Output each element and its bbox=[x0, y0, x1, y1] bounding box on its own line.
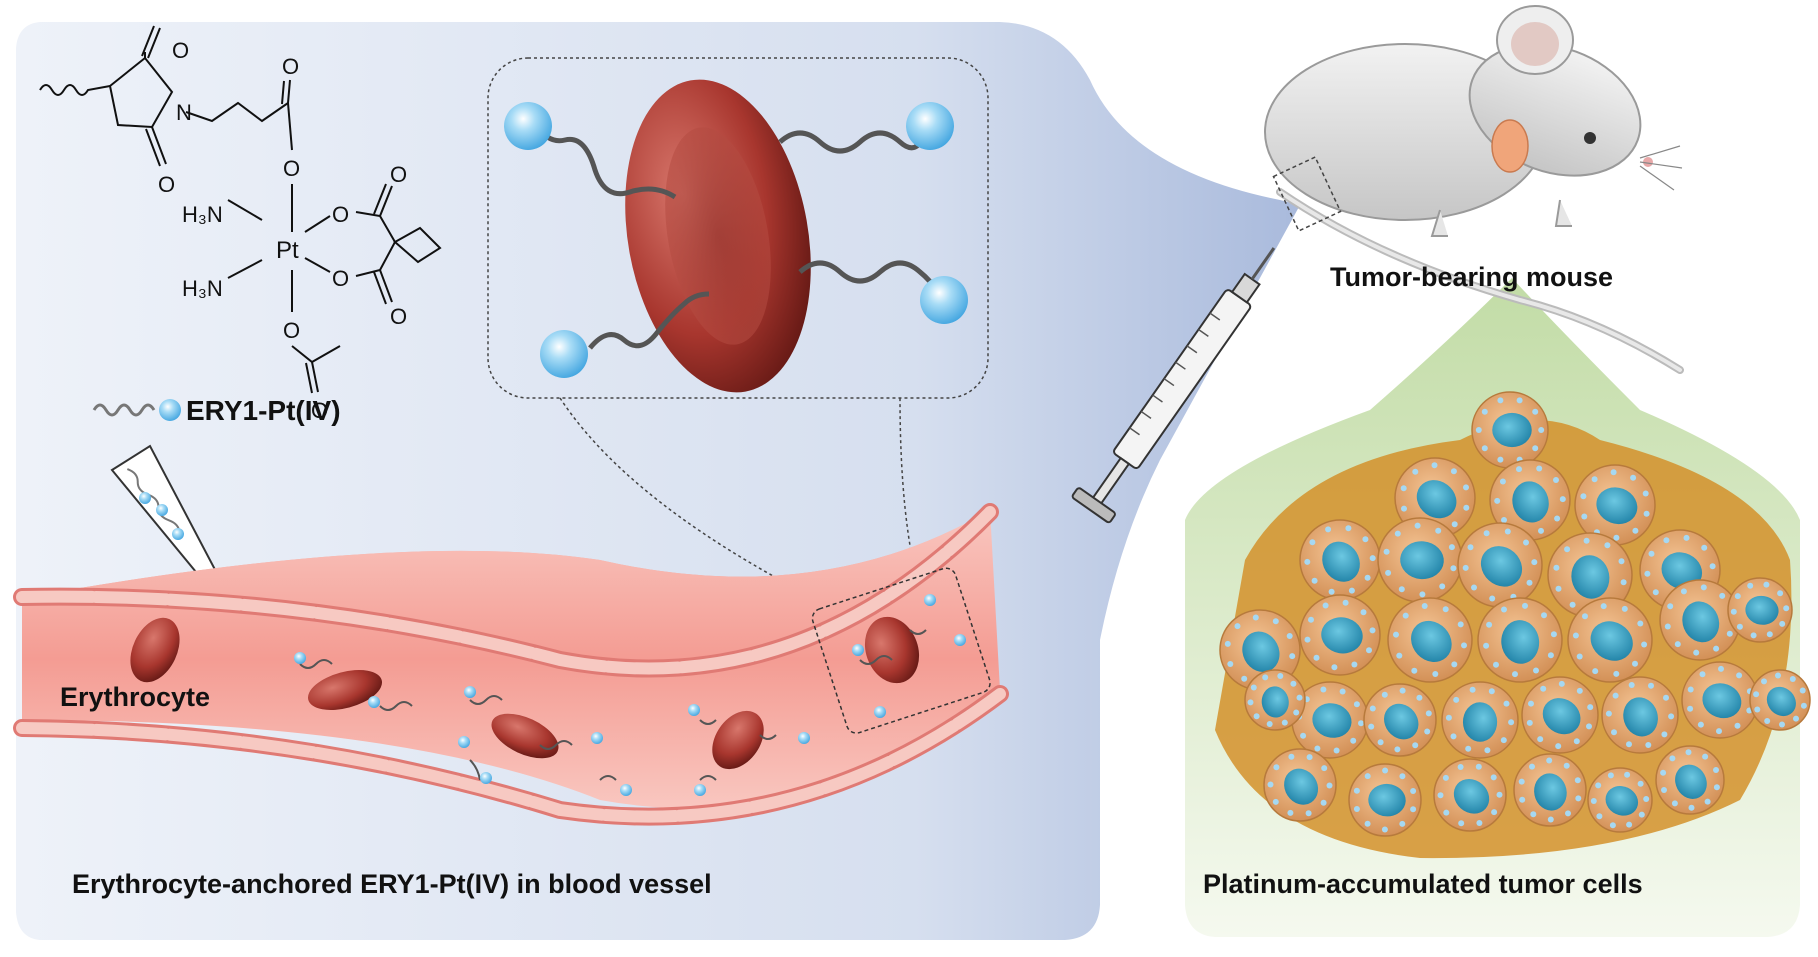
chemical-atom-labels: O N O O O H₃N H₃N Pt O O O O O O bbox=[158, 38, 407, 423]
tumor-cell bbox=[1749, 669, 1811, 731]
erythrocyte-label: Erythrocyte bbox=[60, 682, 210, 712]
atom-O9: O bbox=[283, 318, 300, 343]
tumor-cell bbox=[1299, 594, 1381, 676]
tumor-cell bbox=[1727, 577, 1793, 643]
tumor-cell bbox=[1441, 681, 1519, 759]
atom-O2: O bbox=[158, 172, 175, 197]
atom-O6: O bbox=[332, 266, 349, 291]
tumor-cell bbox=[1377, 517, 1463, 603]
tumor-cell bbox=[1433, 758, 1507, 832]
tumor-cell bbox=[1655, 745, 1725, 815]
tumor-cell bbox=[1244, 669, 1306, 731]
atom-O8: O bbox=[390, 304, 407, 329]
vessel-peptides bbox=[299, 629, 927, 781]
tumor-cell bbox=[1574, 464, 1656, 546]
atom-N: N bbox=[176, 100, 192, 125]
tumor-cell bbox=[1489, 459, 1571, 541]
atom-O7: O bbox=[390, 162, 407, 187]
vessel-peptide-beads bbox=[294, 594, 966, 796]
nh3-bottom: H₃N bbox=[182, 276, 223, 301]
syringe-icon bbox=[1071, 247, 1276, 524]
tumor-cell bbox=[1513, 753, 1587, 827]
mouse-label: Tumor-bearing mouse bbox=[1330, 262, 1613, 292]
tumor-cell bbox=[1587, 767, 1653, 833]
tumor-cell bbox=[1477, 597, 1563, 683]
nh3-top: H₃N bbox=[182, 202, 223, 227]
tumor-cell bbox=[1299, 519, 1381, 601]
vessel-caption: Erythrocyte-anchored ERY1-Pt(IV) in bloo… bbox=[72, 869, 712, 899]
platinum-atom: Pt bbox=[276, 237, 299, 264]
compound-legend: ERY1-Pt(IV) bbox=[92, 395, 341, 426]
tumor-cell bbox=[1457, 522, 1543, 608]
tumor-cell bbox=[1263, 748, 1337, 822]
tumor-cell bbox=[1567, 597, 1653, 683]
tumor-cell bbox=[1681, 661, 1759, 739]
tumor-cluster bbox=[1215, 391, 1811, 859]
peptide-bead-icon bbox=[159, 399, 181, 421]
atom-O3: O bbox=[282, 54, 299, 79]
tumor-cell bbox=[1291, 681, 1369, 759]
atom-O5: O bbox=[332, 202, 349, 227]
zoom-callout bbox=[487, 57, 989, 631]
tumor-cell bbox=[1348, 763, 1422, 837]
tumor-caption: Platinum-accumulated tumor cells bbox=[1203, 869, 1643, 899]
tumor-cell bbox=[1521, 676, 1599, 754]
mouse-icon bbox=[1264, 5, 1684, 374]
tumor-cell bbox=[1387, 597, 1473, 683]
tumor-cell bbox=[1471, 391, 1549, 469]
atom-O10: O bbox=[311, 398, 328, 423]
atom-O4: O bbox=[283, 156, 300, 181]
atom-O1: O bbox=[172, 38, 189, 63]
tumor-cell bbox=[1659, 579, 1741, 661]
compound-label: ERY1-Pt(IV) bbox=[186, 395, 341, 426]
tumor-cell bbox=[1601, 676, 1679, 754]
tumor-cell bbox=[1363, 683, 1437, 757]
chemical-structure bbox=[39, 25, 442, 394]
